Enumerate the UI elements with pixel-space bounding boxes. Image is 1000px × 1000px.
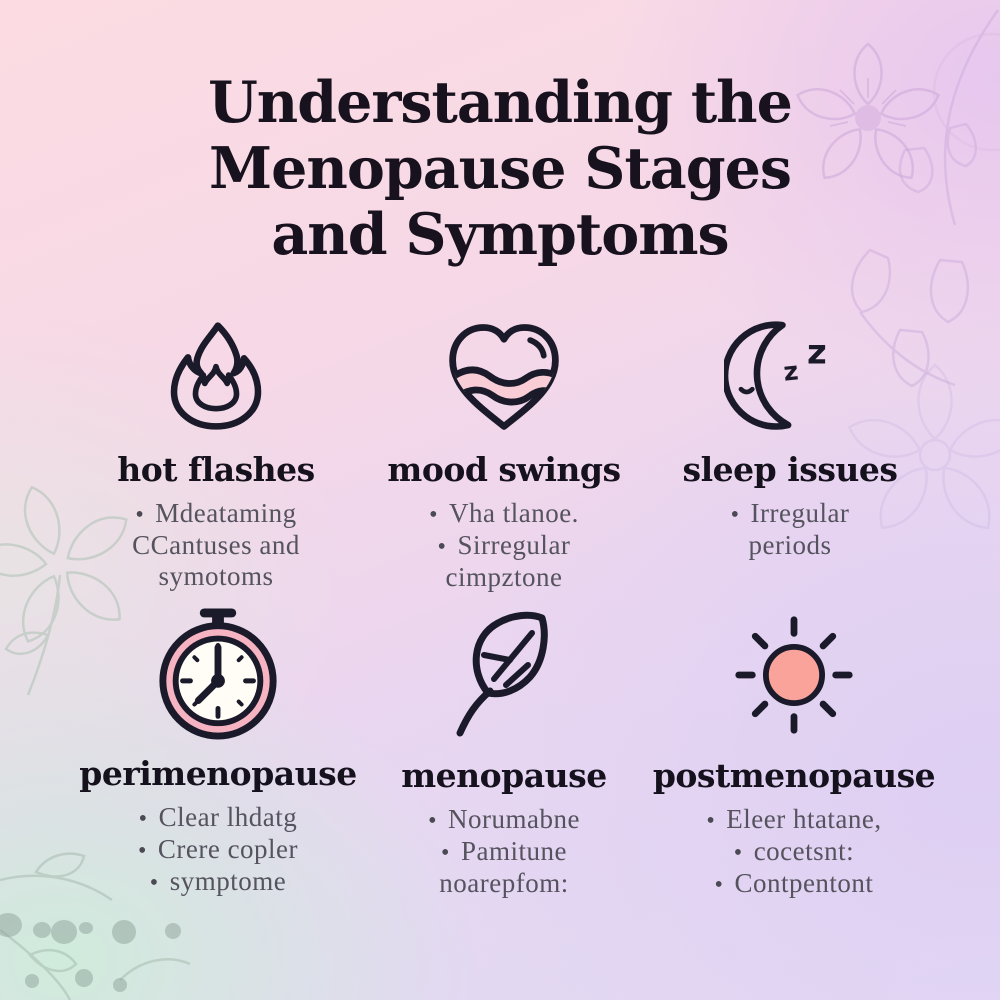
list-item: Pamitune xyxy=(428,836,580,868)
list-item-text: periods xyxy=(748,529,832,560)
bullet-dot xyxy=(428,808,437,836)
card-perimenopause: perimenopause Clear lhdatg Crere copler … xyxy=(56,604,380,897)
bullet-dot xyxy=(438,534,447,562)
list-item: Vha tlanoe. xyxy=(429,498,579,530)
list-item-text: noarepfom: xyxy=(439,867,569,898)
list-item-text: symotoms xyxy=(158,561,274,592)
list-item-text: Pamitune xyxy=(460,835,567,866)
list-item: symptome xyxy=(138,866,298,898)
card-title-perimenopause: perimenopause xyxy=(79,754,357,793)
stopwatch-icon xyxy=(154,604,282,742)
bullet-list-mood-swings: Vha tlanoe. Sirregular cimpztone xyxy=(429,498,579,593)
bullet-dot xyxy=(429,502,438,530)
heart-icon xyxy=(441,314,567,438)
bullet-dot xyxy=(715,872,724,900)
list-item: Crere copler xyxy=(138,834,298,866)
card-title-postmenopause: postmenopause xyxy=(652,756,936,795)
list-item: Norumabne xyxy=(428,804,580,836)
list-item: Clear lhdatg xyxy=(138,802,298,834)
bullet-list-hot-flashes: Mdeataming CCantuses and symotoms xyxy=(132,498,300,592)
list-item-text: Mdeataming xyxy=(155,498,297,528)
list-item-text: Clear lhdatg xyxy=(158,802,298,832)
list-item: Eleer htatane, xyxy=(706,804,881,836)
bullet-dot xyxy=(150,870,159,898)
list-item: Sirregular xyxy=(429,530,579,562)
list-item-text: Vha tlanoe. xyxy=(448,498,579,528)
list-item-text: Irregular xyxy=(750,498,850,528)
list-item: Mdeataming xyxy=(132,498,300,530)
list-item: cimpztone xyxy=(429,562,579,593)
list-item: symotoms xyxy=(132,561,300,592)
bullet-dot xyxy=(734,840,743,868)
bullet-list-postmenopause: Eleer htatane, cocetsnt: Contpentont xyxy=(706,804,881,899)
list-item: Irregular xyxy=(731,498,850,530)
list-item-text: Crere copler xyxy=(157,833,299,864)
list-item: CCantuses and xyxy=(132,530,300,561)
bullet-dot xyxy=(139,806,148,834)
list-item: noarepfom: xyxy=(428,868,580,899)
list-item-text: Eleer htatane, xyxy=(726,804,882,834)
bullet-list-menopause: Norumabne Pamitune noarepfom: xyxy=(428,804,580,899)
flame-icon xyxy=(160,314,272,438)
svg-text:z: z xyxy=(807,333,827,373)
list-item-text: symptome xyxy=(169,865,287,896)
bullet-dot xyxy=(135,502,144,530)
list-item-text: cocetsnt: xyxy=(753,835,855,866)
list-item-text: Contpentont xyxy=(734,867,874,898)
card-title-menopause: menopause xyxy=(401,756,607,795)
card-title-mood-swings: mood swings xyxy=(387,450,621,489)
page-title: Understanding the Menopause Stages and S… xyxy=(0,69,1000,269)
card-mood-swings: mood swings Vha tlanoe. Sirregular cimpz… xyxy=(350,314,658,593)
title-line-3: and Symptoms xyxy=(271,201,729,269)
bullet-list-perimenopause: Clear lhdatg Crere copler symptome xyxy=(138,802,298,897)
list-item: cocetsnt: xyxy=(706,836,881,868)
list-item-text: Norumabne xyxy=(447,804,580,834)
title-line-2: Menopause Stages xyxy=(209,135,792,203)
card-sleep-issues: z z sleep issues Irregular periods xyxy=(634,314,946,561)
card-menopause: menopause Norumabne Pamitune noarepfom: xyxy=(350,606,658,899)
list-item-text: CCantuses and xyxy=(132,529,300,560)
leaf-icon xyxy=(444,606,564,744)
list-item-text: Sirregular xyxy=(457,529,571,560)
bullet-dot xyxy=(706,808,715,836)
moon-icon: z z xyxy=(724,314,856,438)
bullet-dot xyxy=(138,838,147,866)
list-item: Contpentont xyxy=(706,868,881,900)
bullet-list-sleep-issues: Irregular periods xyxy=(731,498,850,561)
svg-text:z: z xyxy=(782,356,800,387)
sun-icon xyxy=(731,606,857,744)
dot-pattern-bottom-left xyxy=(0,913,181,992)
list-item-text: cimpztone xyxy=(445,561,563,592)
card-title-hot-flashes: hot flashes xyxy=(117,450,315,489)
list-item: periods xyxy=(731,530,850,561)
bullet-dot xyxy=(441,840,450,868)
bullet-dot xyxy=(731,502,740,530)
card-title-sleep-issues: sleep issues xyxy=(682,450,898,489)
title-line-1: Understanding the xyxy=(208,69,793,136)
card-postmenopause: postmenopause Eleer htatane, cocetsnt: C… xyxy=(632,606,956,899)
card-hot-flashes: hot flashes Mdeataming CCantuses and sym… xyxy=(60,314,372,592)
